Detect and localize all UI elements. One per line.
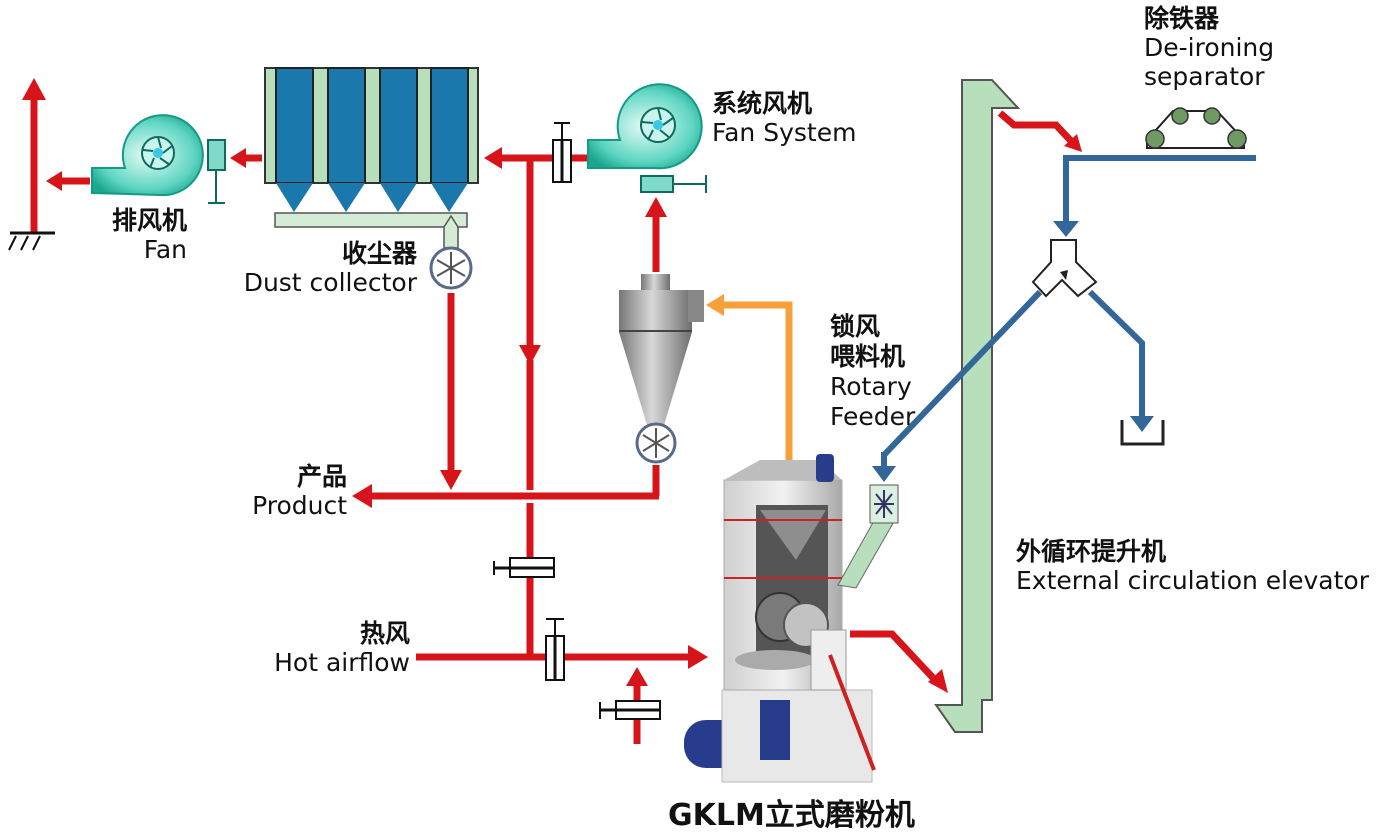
hot-airflow-label: 热风 Hot airflow [250, 619, 410, 678]
elevator-label-cn: 外循环提升机 [1016, 537, 1167, 566]
system-fan-label-en: Fan System [712, 117, 857, 147]
material-line-to-reject-bin [1087, 289, 1165, 446]
vertical-mill-icon [684, 454, 899, 783]
rotary-feeder-label-cn2: 喂料机 [830, 342, 906, 371]
elevator-label: 外循环提升机 External circulation elevator [1016, 537, 1369, 596]
product-label-cn: 产品 [296, 462, 347, 491]
deironing-label-en2: separator [1144, 61, 1265, 91]
arrow-systemfan-to-collector [484, 147, 588, 169]
material-line-to-diverter [1053, 155, 1256, 237]
rotary-feeder-label-en2: Feeder [830, 402, 916, 431]
elevator-label-en: External circulation elevator [1016, 565, 1369, 595]
exhaust-fan-icon [91, 114, 226, 204]
product-label: 产品 Product [230, 462, 347, 521]
arrow-fan-to-stack [46, 171, 90, 191]
system-fan-icon [587, 83, 707, 193]
exhaust-stack [8, 78, 55, 251]
dust-collector-label-en: Dust collector [243, 267, 417, 297]
dust-collector-label-cn: 收尘器 [341, 239, 417, 268]
exhaust-fan-label-cn: 排风机 [111, 206, 187, 235]
arrow-collector-to-product [440, 293, 462, 490]
rotary-feeder-label-cn1: 锁风 [830, 312, 881, 341]
rotary-feeder-label-en1: Rotary [830, 372, 912, 401]
dust-collector-label: 收尘器 Dust collector [220, 239, 417, 298]
hot-airflow-label-cn: 热风 [359, 619, 410, 648]
recirculation-line [519, 158, 541, 660]
arrow-collector-to-fan [230, 148, 262, 168]
arrow-elevator-to-deironing [997, 110, 1082, 152]
deironing-label-cn: 除铁器 [1144, 4, 1220, 33]
dust-collector-icon [264, 67, 479, 290]
product-output-line [352, 465, 660, 508]
damper-valve-icon [545, 618, 565, 681]
exhaust-fan-label: 排风机 Fan [92, 206, 187, 265]
external-elevator-icon [934, 79, 1021, 733]
diagram-title: GKLM立式磨粉机 [668, 798, 915, 833]
damper-valve-icon [552, 122, 572, 183]
deironing-label-en1: De-ironing [1144, 32, 1275, 62]
exhaust-fan-label-en: Fan [143, 234, 187, 264]
arrow-mill-to-cyclone [706, 294, 793, 478]
auxiliary-air-inlet [599, 667, 661, 744]
deironing-label: 除铁器 De-ironing separator [1144, 4, 1275, 91]
rotary-feeder-label: 锁风 喂料机 Rotary Feeder [830, 312, 915, 432]
hot-airflow-label-en: Hot airflow [274, 647, 410, 677]
deironing-separator-icon [1145, 107, 1247, 149]
arrow-mill-to-elevator [850, 630, 948, 693]
product-label-en: Product [252, 490, 347, 520]
material-line-to-feeder [872, 289, 1043, 482]
damper-valve-icon [493, 557, 555, 578]
cyclone-separator-icon [619, 274, 704, 464]
arrow-cyclone-to-systemfan [645, 197, 667, 272]
system-fan-label: 系统风机 Fan System [712, 89, 857, 148]
diverter-valve-icon [1031, 239, 1098, 298]
system-fan-label-cn: 系统风机 [712, 89, 813, 118]
